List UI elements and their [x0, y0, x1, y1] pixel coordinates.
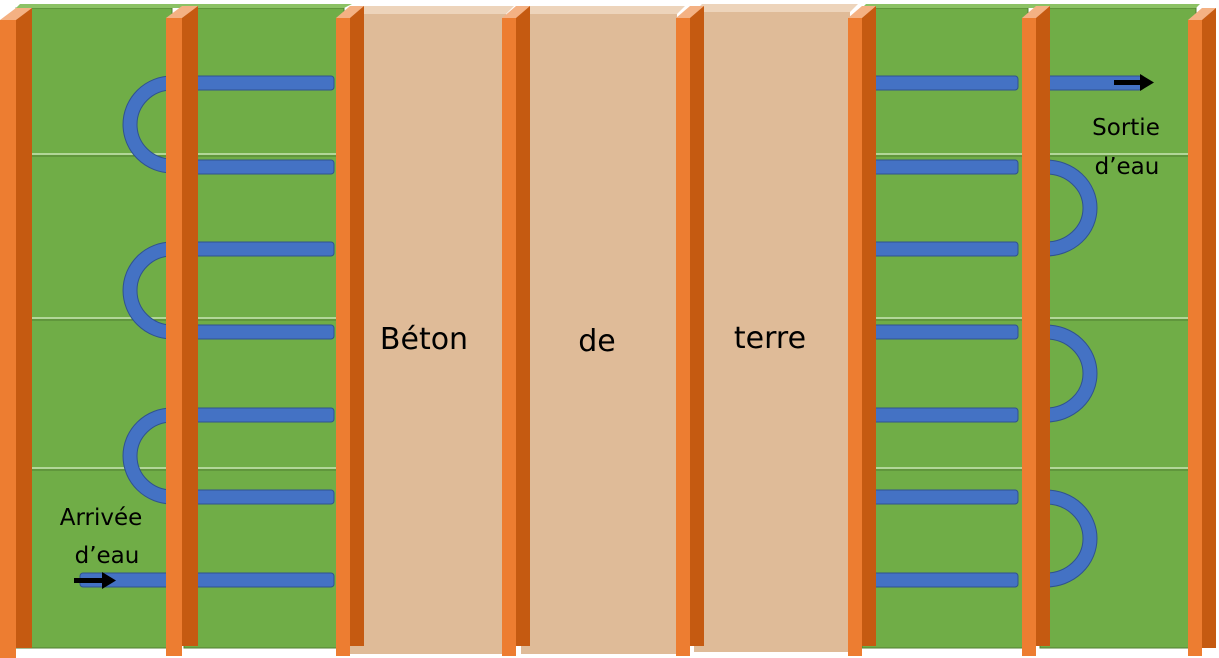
earth-concrete-top-1: [350, 6, 514, 14]
left-pipe-run-4: [187, 324, 335, 340]
stud-6-top: [848, 6, 876, 18]
stud-5: [676, 6, 704, 656]
left-pipe-run-1: [187, 75, 335, 91]
stud-4: [502, 6, 530, 656]
inlet-arrow-head: [102, 572, 116, 589]
outlet-arrow-head: [1140, 74, 1154, 91]
outlet-arrow: [1114, 74, 1154, 91]
right-insulation-panel-outer: [1039, 7, 1197, 649]
stud-8-side: [1202, 8, 1216, 648]
inlet-label-line-1: Arrivée: [60, 505, 143, 531]
stud-6-front: [848, 18, 862, 656]
stud-5-side: [690, 6, 704, 646]
left-pipe-run-7: [187, 572, 335, 588]
inlet-label-line-2: d’eau: [75, 543, 140, 569]
stud-7-front: [1022, 18, 1036, 656]
earth-concrete-panels: [350, 4, 858, 654]
stud-7-side: [1036, 6, 1050, 646]
stud-8-top: [1188, 8, 1216, 20]
outlet-arrow-shaft: [1114, 80, 1142, 85]
center-word-beton: Béton: [380, 322, 468, 357]
stud-2: [166, 6, 198, 656]
outlet-label-line-1: Sortie: [1092, 115, 1160, 141]
stud-7-top: [1022, 6, 1050, 18]
stud-8-front: [1188, 20, 1202, 656]
right-pipe-run-7: [871, 572, 1019, 588]
stud-4-front: [502, 18, 516, 656]
left-pipe-run-2: [187, 159, 335, 175]
right-pipe-run-1: [871, 75, 1019, 91]
inlet-arrow: [74, 572, 116, 589]
earth-concrete-top-2: [521, 6, 685, 14]
right-pipe-run-4: [871, 324, 1019, 340]
earth-concrete-panel-1: [350, 14, 506, 654]
stud-3-top: [336, 6, 364, 18]
stud-6-side: [862, 6, 876, 646]
stud-8: [1188, 8, 1216, 656]
stud-1-front: [0, 20, 16, 658]
stud-2-top: [166, 6, 198, 18]
right-pipe-run-2: [871, 159, 1019, 175]
stud-6: [848, 6, 876, 656]
right-pipe-run-3: [871, 241, 1019, 257]
center-word-de: de: [578, 324, 616, 359]
stud-1-top: [0, 8, 32, 20]
stud-3-front: [336, 18, 350, 656]
stud-7: [1022, 6, 1050, 656]
stud-2-front: [166, 18, 182, 656]
left-pipe-run-6: [187, 489, 335, 505]
outlet-label-line-2: d’eau: [1095, 154, 1160, 180]
stud-1-side: [16, 8, 32, 648]
left-pipe-run-3: [187, 241, 335, 257]
stud-4-side: [516, 6, 530, 646]
stud-2-side: [182, 6, 198, 646]
studs: [0, 6, 1216, 658]
earth-concrete-panel-2: [521, 14, 677, 654]
right-insulation-top-face: [862, 4, 1200, 8]
earth-concrete-top-3: [694, 4, 858, 12]
stud-3-side: [350, 6, 364, 646]
right-pipe-run-5: [871, 407, 1019, 423]
earth-concrete-panel-3: [694, 12, 850, 652]
stud-4-top: [502, 6, 530, 18]
stud-3: [336, 6, 364, 656]
stud-1: [0, 8, 32, 658]
stud-5-front: [676, 18, 690, 656]
center-word-terre: terre: [734, 321, 806, 356]
right-pipe-run-6: [871, 489, 1019, 505]
inlet-arrow-shaft: [74, 578, 104, 583]
stud-5-top: [676, 6, 704, 18]
left-pipe-run-5: [187, 407, 335, 423]
